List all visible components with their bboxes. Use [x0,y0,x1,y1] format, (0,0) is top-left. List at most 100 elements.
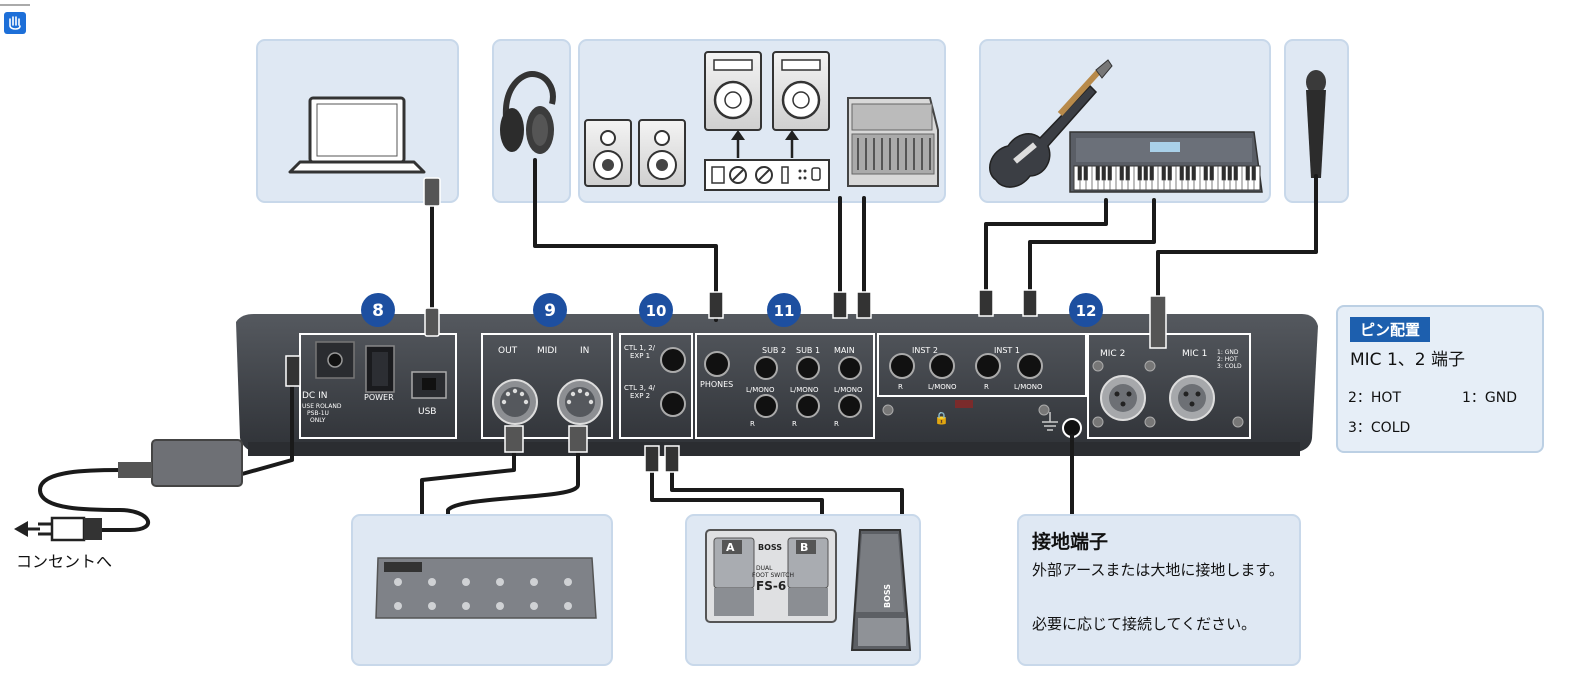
ground-note: 必要に応じて接続してください。 [1032,615,1257,633]
expression-pedal-icon [850,529,912,651]
midi-out-port [492,379,538,425]
pin-assignment-box: ピン配置 MIC 1、2 端子 2：HOT 1：GND 3：COLD [1336,305,1544,453]
svg-text:3: COLD: 3: COLD [1217,363,1242,370]
inst1-r-jack [975,353,1001,379]
usb-port [411,371,447,399]
pa-speaker-icon [704,51,830,131]
svg-text:L/MONO: L/MONO [834,386,863,394]
panel-frame-9 [481,333,613,439]
midi-in-label: IN [580,346,589,356]
electric-guitar-icon [989,59,1113,188]
dc-in-jack [315,341,355,379]
dc-in-label: DC IN [302,391,327,401]
fs-brand: BOSS [758,543,782,552]
laptop-icon [288,96,426,174]
arrow-left-icon [14,521,40,537]
pin-cold-label: 3：COLD [1348,420,1411,436]
panel-frame-10 [619,333,693,439]
inst1-label: INST 1 [994,346,1020,355]
main-l-jack [838,356,862,380]
inst1-l-jack [1017,353,1043,379]
synthesizer-icon [1069,131,1263,193]
inst2-r-jack [889,353,915,379]
svg-text:EXP 2: EXP 2 [630,392,650,400]
pin-hot-label: 2：HOT [1348,390,1402,406]
svg-text:R: R [834,420,839,428]
svg-text:2: HOT: 2: HOT [1217,356,1238,363]
panel-frame-12 [1087,333,1251,439]
callout-badge-12 [1069,293,1103,327]
inst2-l-jack [929,353,955,379]
callout-12: 12 [1076,302,1097,320]
power-plug-icon [38,516,102,542]
sub1-l-jack [796,356,820,380]
ac-adapter-icon [118,439,243,487]
callout-badge-9 [533,293,567,327]
callout-9: 9 [544,301,556,321]
studio-monitor-icon [584,119,686,187]
mic1-xlr-jack [1169,375,1215,421]
sub2-l-jack [754,356,778,380]
fs-a-label: A [726,541,735,554]
outlet-label: コンセントへ [16,552,113,571]
midi-label: MIDI [537,346,557,356]
exp-brand: BOSS [883,584,892,608]
svg-text:R: R [792,420,797,428]
ctl12-label: CTL 1, 2/ [624,344,656,352]
panel-frame-11 [695,333,875,439]
callout-10: 10 [646,302,667,320]
screw-icon [882,360,1244,428]
lock-icon: 🔒 [934,411,949,425]
main-r-jack [838,394,862,418]
usb-label: USB [418,407,436,417]
callout-badge-10 [639,293,673,327]
phones-jack [704,351,730,377]
ctl34-label: CTL 3, 4/ [624,384,656,392]
sub2-r-jack [754,394,778,418]
midi-out-label: OUT [498,346,518,356]
callout-8: 8 [372,301,384,321]
mic-pins-note: 1: GND [1217,349,1239,356]
svg-text:L/MONO: L/MONO [1014,383,1043,391]
arrow-up-icon [731,130,799,158]
svg-text:ONLY: ONLY [310,417,326,424]
sub1-r-jack [796,394,820,418]
security-slot [955,400,973,408]
ground-terminal-callout: 接地端子 外部アースまたは大地に接地します。 必要に応じて接続してください。 [1018,515,1300,665]
pin-gnd-label: 1：GND [1462,390,1518,406]
mic2-xlr-jack [1100,375,1146,421]
svg-text:R: R [984,383,989,391]
svg-text:L/MONO: L/MONO [790,386,819,394]
cables [38,158,1318,537]
ctl34-jack [660,391,686,417]
ground-description: 外部アースまたは大地に接地します。 [1032,561,1284,579]
panel-frame-inputs [877,333,1087,397]
callout-badge-8 [361,293,395,327]
svg-text:FOOT SWITCH: FOOT SWITCH [752,572,794,579]
midi-in-port [557,379,603,425]
hand-tool-icon[interactable] [0,4,30,34]
headphones-icon [500,70,556,154]
ground-box [1017,514,1301,666]
mixer-icon [847,97,939,187]
pin-title: ピン配置 [1350,317,1431,342]
sub2-label: SUB 2 [762,346,786,355]
svg-text:L/MONO: L/MONO [746,386,775,394]
microphone-icon [1306,70,1326,178]
mic1-label: MIC 1 [1182,349,1207,359]
dc-usage-note: USE ROLAND [302,403,342,410]
sub1-label: SUB 1 [796,346,820,355]
ctl12-jack [660,347,686,373]
dual-footswitch-icon [705,529,837,623]
pin-subtitle: MIC 1、2 端子 [1350,350,1465,370]
fs-b-label: B [800,541,808,554]
svg-text:R: R [898,383,903,391]
svg-text:R: R [750,420,755,428]
ground-title: 接地端子 [1032,531,1109,553]
inst2-label: INST 2 [912,346,938,355]
svg-text:L/MONO: L/MONO [928,383,957,391]
svg-text:EXP 1: EXP 1 [630,352,650,360]
main-label: MAIN [834,346,855,355]
callout-11: 11 [774,302,795,320]
